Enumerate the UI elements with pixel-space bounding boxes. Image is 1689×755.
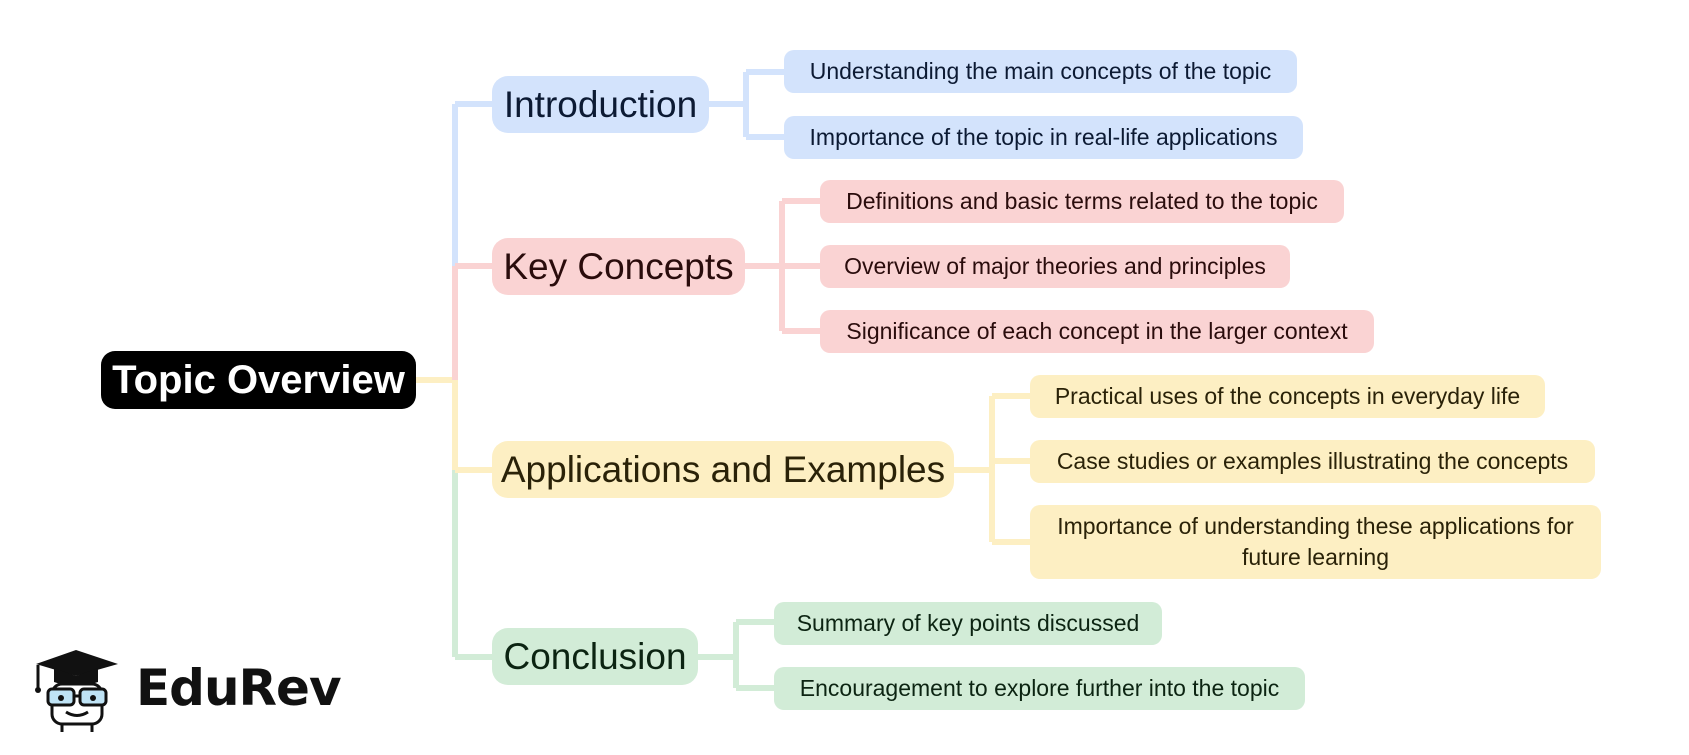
leaf-applications-2: Case studies or examples illustrating th… (1030, 440, 1595, 483)
branch-introduction: Introduction (492, 76, 709, 133)
leaf-key-concepts-1: Definitions and basic terms related to t… (820, 180, 1344, 223)
graduation-cap-mascot-icon (35, 650, 118, 732)
connector-leaf-key (745, 198, 820, 334)
branch-key-concepts: Key Concepts (492, 238, 745, 295)
edurev-logo: EduRev (26, 638, 346, 738)
branch-applications: Applications and Examples (492, 441, 954, 498)
logo-wordmark: EduRev (136, 659, 342, 717)
leaf-conclusion-1: Summary of key points discussed (774, 602, 1162, 645)
connector-leaf-concl (698, 619, 774, 691)
connector-leaf-apps (954, 393, 1030, 545)
branch-conclusion: Conclusion (492, 628, 698, 685)
connector-leaf-intro (709, 69, 784, 140)
leaf-applications-1: Practical uses of the concepts in everyd… (1030, 375, 1545, 418)
leaf-introduction-1: Understanding the main concepts of the t… (784, 50, 1297, 93)
leaf-applications-3: Importance of understanding these applic… (1030, 505, 1601, 579)
leaf-introduction-2: Importance of the topic in real-life app… (784, 116, 1303, 159)
leaf-conclusion-2: Encouragement to explore further into th… (774, 667, 1305, 710)
root-node: Topic Overview (101, 351, 416, 409)
leaf-key-concepts-2: Overview of major theories and principle… (820, 245, 1290, 288)
leaf-key-concepts-3: Significance of each concept in the larg… (820, 310, 1374, 353)
